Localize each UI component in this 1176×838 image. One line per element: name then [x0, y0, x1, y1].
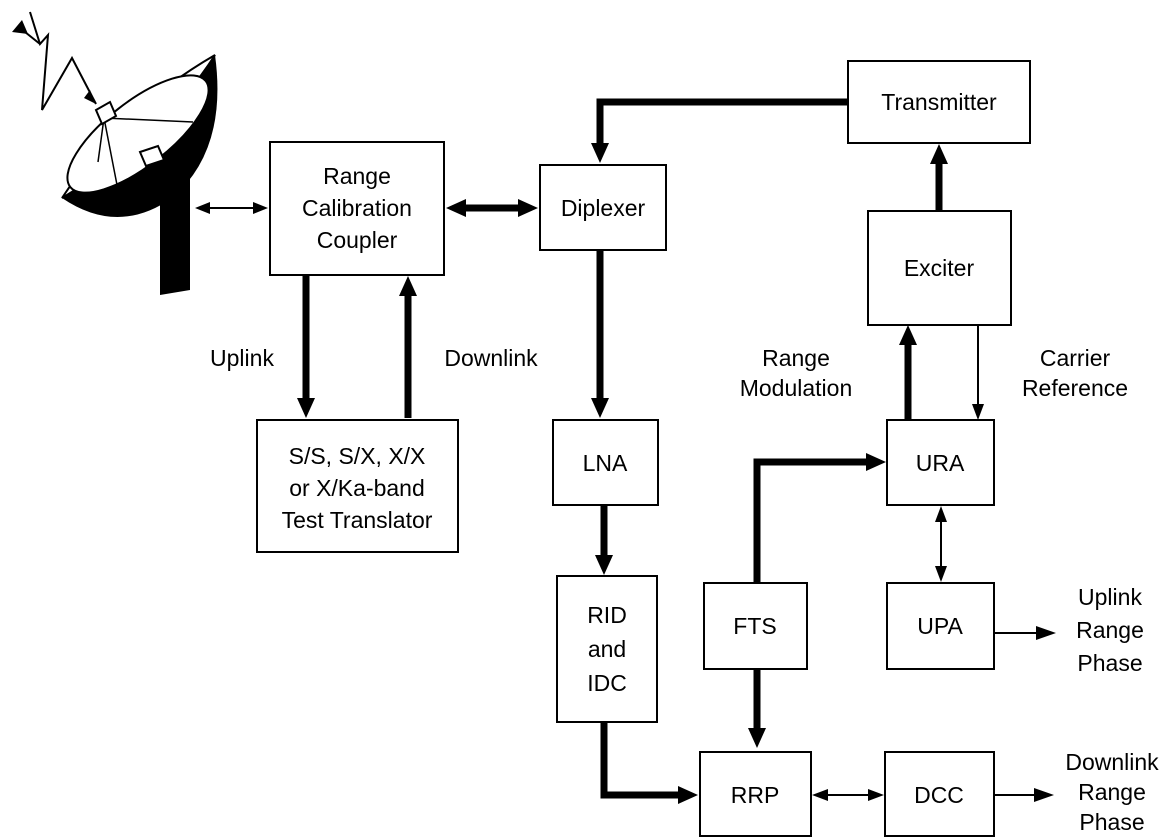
diplexer-label: Diplexer — [561, 195, 646, 221]
block-fts: FTS — [703, 582, 808, 670]
dcc-label: DCC — [914, 782, 964, 808]
block-lna: LNA — [552, 419, 659, 506]
rcc-line-1: Range — [323, 163, 391, 189]
upa-label: UPA — [917, 613, 963, 639]
rid-line-1: RID — [587, 602, 627, 628]
lna-label: LNA — [583, 450, 628, 476]
block-exciter: Exciter — [867, 210, 1012, 326]
rid-line-2: and — [588, 636, 626, 662]
block-transmitter: Transmitter — [847, 60, 1031, 144]
uplink-range-phase-line-1: Uplink — [1078, 584, 1142, 610]
downlink-label: Downlink — [444, 345, 538, 371]
translator-line-3: Test Translator — [282, 507, 433, 533]
rrp-label: RRP — [731, 782, 780, 808]
translator-line-1: S/S, S/X, X/X — [289, 443, 426, 469]
translator-line-2: or X/Ka-band — [289, 475, 425, 501]
downlink-range-phase-line-1: Downlink — [1065, 749, 1159, 775]
signal-lightning-icon — [12, 11, 97, 111]
block-diplexer: Diplexer — [539, 164, 667, 251]
rcc-line-2: Calibration — [302, 195, 412, 221]
connectors — [195, 98, 1056, 804]
uplink-range-phase-line-2: Range — [1076, 617, 1144, 643]
range-modulation-line-2: Modulation — [740, 375, 853, 401]
transmitter-label: Transmitter — [881, 89, 997, 115]
range-modulation-line-1: Range — [762, 345, 830, 371]
rid-line-3: IDC — [587, 670, 627, 696]
block-test-translator: S/S, S/X, X/X or X/Ka-band Test Translat… — [256, 419, 459, 553]
uplink-range-phase-line-3: Phase — [1077, 650, 1142, 676]
uplink-label: Uplink — [210, 345, 274, 371]
block-dcc: DCC — [884, 751, 995, 837]
block-ura: URA — [886, 419, 995, 506]
carrier-reference-line-2: Reference — [1022, 375, 1128, 401]
downlink-range-phase-line-3: Phase — [1079, 809, 1144, 835]
rcc-line-3: Coupler — [317, 227, 398, 253]
carrier-reference-line-1: Carrier — [1040, 345, 1111, 371]
ura-label: URA — [916, 450, 965, 476]
fts-label: FTS — [733, 613, 776, 639]
block-rid-idc: RID and IDC — [556, 575, 658, 723]
block-upa: UPA — [886, 582, 995, 670]
block-range-calibration-coupler: Range Calibration Coupler — [269, 141, 445, 276]
block-rrp: RRP — [699, 751, 812, 837]
exciter-label: Exciter — [904, 255, 975, 281]
antenna-dish-icon — [61, 54, 218, 295]
downlink-range-phase-line-2: Range — [1078, 779, 1146, 805]
